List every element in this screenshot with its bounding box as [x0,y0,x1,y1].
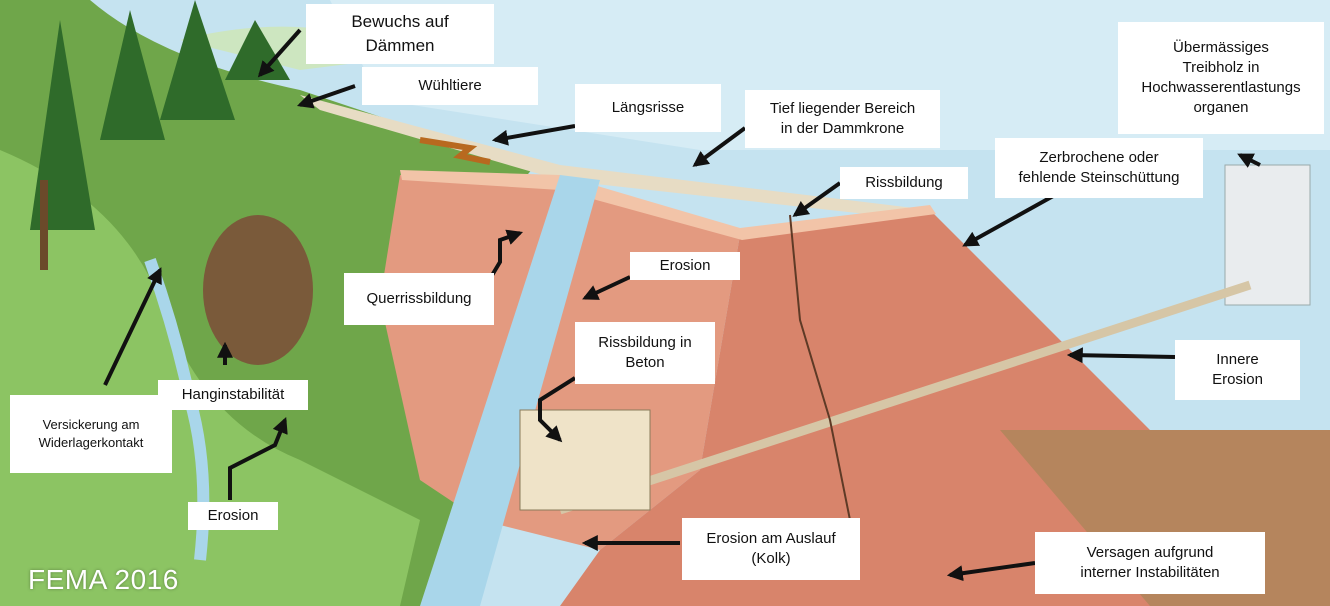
label-rissbildung-beton: Rissbildung in Beton [575,322,715,384]
label-wuehltiere: Wühltiere [362,67,538,105]
label-steinschuettung: Zerbrochene oder fehlende Steinschüttung [995,138,1203,198]
label-versickerung: Versickerung am Widerlagerkontakt [10,395,172,473]
label-laengsrisse: Längsrisse [575,84,721,132]
tree-trunk [40,180,48,270]
outlet-structure [520,410,650,510]
label-erosion-auslauf: Erosion am Auslauf (Kolk) [682,518,860,580]
label-querrissbildung: Querrissbildung [344,273,494,325]
label-bewuchs: Bewuchs auf Dämmen [306,4,494,64]
label-versagen: Versagen aufgrund interner Instabilitäte… [1035,532,1265,594]
label-rissbildung: Rissbildung [840,167,968,199]
label-tief-liegend: Tief liegender Bereich in der Dammkrone [745,90,940,148]
label-treibholz: Übermässiges Treibholz in Hochwasserentl… [1118,22,1324,134]
label-hanginstabilitaet: Hanginstabilität [158,380,308,410]
source-credit: FEMA 2016 [28,562,179,598]
slope-slide [203,215,313,365]
label-erosion-top: Erosion [630,252,740,280]
spillway-tower [1225,165,1310,305]
label-erosion-left: Erosion [188,502,278,530]
label-innere-erosion: Innere Erosion [1175,340,1300,400]
